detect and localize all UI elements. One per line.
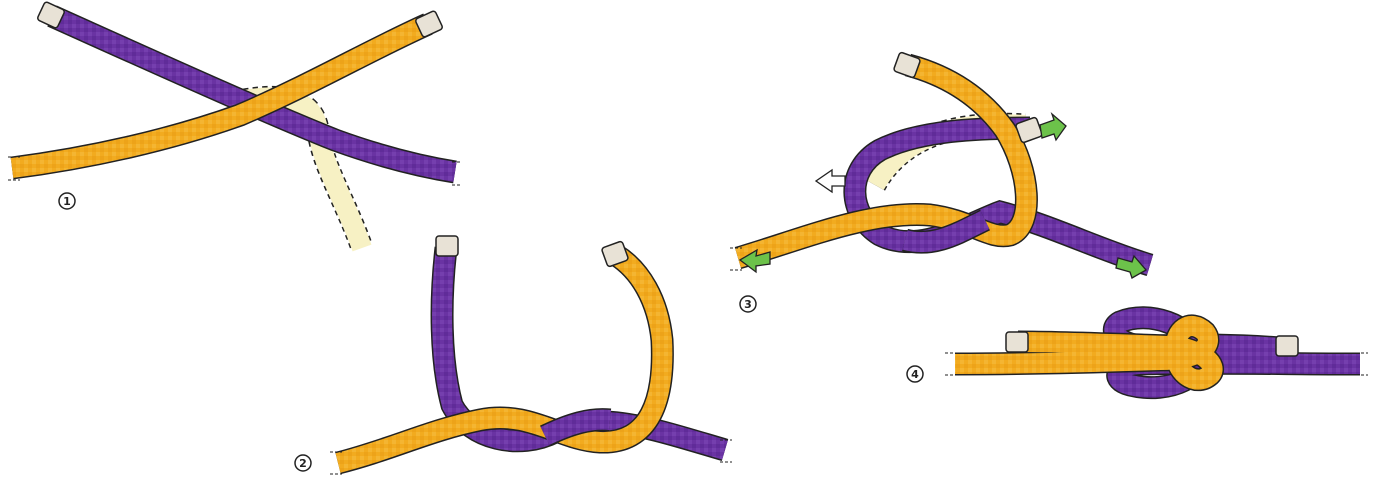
step-3-illustration: 3 (730, 52, 1150, 312)
yellow-rope-4 (955, 326, 1213, 380)
step-number: 3 (744, 298, 752, 311)
end-cap (436, 236, 458, 256)
ghost-arrow-icon (816, 170, 845, 192)
step-number-badge: 4 (907, 366, 923, 382)
step-number-badge: 2 (295, 455, 311, 471)
step-2-illustration: 2 (295, 236, 732, 474)
step-1-illustration: 1 (8, 1, 462, 248)
end-cap (1276, 336, 1298, 356)
step-number: 4 (911, 368, 919, 381)
step-4-illustration: 4 (907, 318, 1368, 388)
step-number-badge: 1 (59, 193, 75, 209)
pull-arrow-icon (1040, 114, 1066, 140)
step-number: 2 (299, 457, 307, 470)
step-number-badge: 3 (740, 296, 756, 312)
step-number: 1 (63, 195, 71, 208)
end-cap (1006, 332, 1028, 352)
